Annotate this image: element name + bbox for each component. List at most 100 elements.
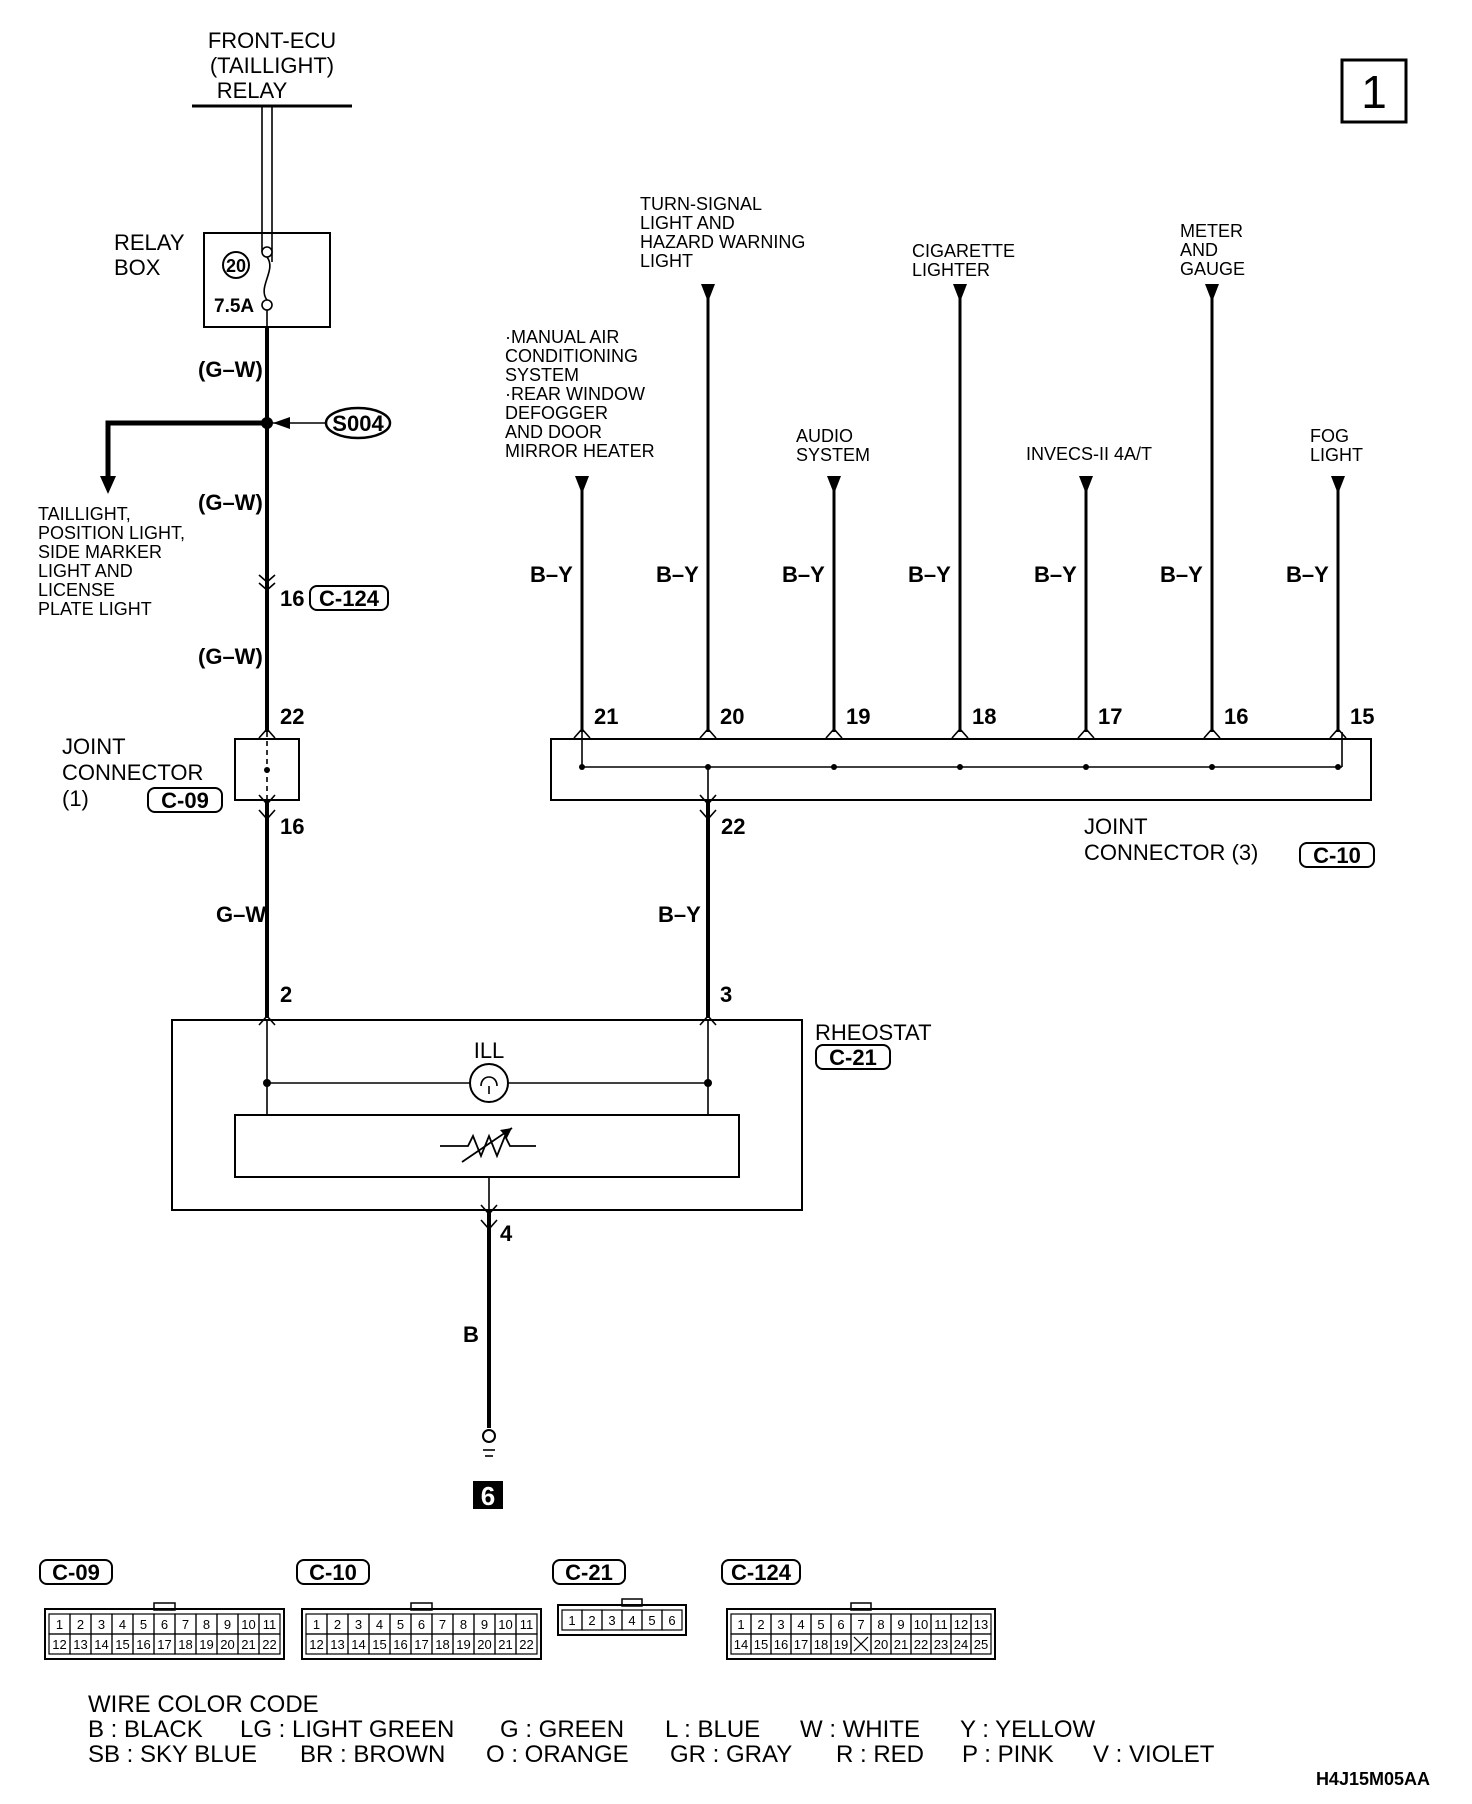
svg-text:C-10: C-10 <box>1313 843 1361 868</box>
pin-number: 4 <box>376 1617 383 1632</box>
illumination-lamp-icon <box>469 1063 509 1103</box>
pin-number: 21 <box>498 1637 512 1652</box>
pin-number: 22 <box>262 1637 276 1652</box>
svg-text:C-09: C-09 <box>161 788 209 813</box>
pin-number: 21 <box>894 1637 908 1652</box>
pin-number: 16 <box>1224 704 1248 729</box>
branch-17: INVECS-II 4A/TB–Y17 <box>1026 444 1152 770</box>
wire-color-label: B–Y <box>530 562 573 587</box>
pin-number: 20 <box>720 704 744 729</box>
svg-text:RELAY: RELAY <box>114 230 185 255</box>
pin-number: 3 <box>98 1617 105 1632</box>
branch-destination-label: ·REAR WINDOW <box>505 384 645 404</box>
pin-number: 3 <box>355 1617 362 1632</box>
pin-number: 5 <box>817 1617 824 1632</box>
svg-text:SB : SKY BLUE: SB : SKY BLUE <box>88 1741 257 1768</box>
pin-number: 12 <box>954 1617 968 1632</box>
svg-text:6: 6 <box>481 1481 495 1511</box>
svg-text:16: 16 <box>280 814 304 839</box>
right-feed-wire: B–Y <box>658 800 710 1018</box>
pin-number: 23 <box>934 1637 948 1652</box>
pin-number: 21 <box>594 704 618 729</box>
svg-text:G : GREEN: G : GREEN <box>500 1716 624 1743</box>
pin-number: 15 <box>372 1637 386 1652</box>
svg-text:(TAILLIGHT): (TAILLIGHT) <box>210 53 334 78</box>
branch-destination-label: HAZARD WARNING <box>640 232 805 252</box>
pin-number: 6 <box>161 1617 168 1632</box>
pin-number: 9 <box>224 1617 231 1632</box>
pin-number: 7 <box>439 1617 446 1632</box>
connector-id: C-124 <box>731 1560 792 1585</box>
pin-number: 6 <box>418 1617 425 1632</box>
supply-label: FRONT-ECU (TAILLIGHT) RELAY <box>192 28 352 108</box>
svg-text:BR : BROWN: BR : BROWN <box>300 1741 445 1768</box>
variable-resistor-icon <box>440 1127 536 1163</box>
pin-number: 7 <box>857 1617 864 1632</box>
branch-destination-label: AND <box>1180 240 1218 260</box>
svg-text:3: 3 <box>720 982 732 1007</box>
pin-number: 8 <box>460 1617 467 1632</box>
svg-text:Y : YELLOW: Y : YELLOW <box>960 1716 1096 1743</box>
svg-text:RELAY: RELAY <box>217 78 288 103</box>
pin-number: 11 <box>520 1617 534 1632</box>
branch-destination-label: SYSTEM <box>505 365 579 385</box>
pin-number: 13 <box>974 1617 988 1632</box>
pin-number: 19 <box>456 1637 470 1652</box>
svg-text:GR : GRAY: GR : GRAY <box>670 1741 792 1768</box>
branch-destination-label: METER <box>1180 221 1243 241</box>
pin-number: 1 <box>737 1617 744 1632</box>
svg-text:(G–W): (G–W) <box>198 644 263 669</box>
svg-text:LIGHT AND: LIGHT AND <box>38 561 133 581</box>
svg-text:TAILLIGHT,: TAILLIGHT, <box>38 504 131 524</box>
branch-destination-label: LIGHTER <box>912 260 990 280</box>
svg-text:2: 2 <box>280 982 292 1007</box>
wire-color-label: B–Y <box>1160 562 1203 587</box>
pin-number: 2 <box>334 1617 341 1632</box>
pin-number: 4 <box>797 1617 804 1632</box>
pin-number: 17 <box>414 1637 428 1652</box>
pin-number: 15 <box>1350 704 1374 729</box>
pin-number: 19 <box>834 1637 848 1652</box>
pin-number: 10 <box>241 1617 255 1632</box>
branch-destination-label: ·MANUAL AIR <box>505 327 619 347</box>
branch-destination-label: SYSTEM <box>796 445 870 465</box>
ground: B 6 <box>463 1210 503 1511</box>
pin-number: 21 <box>241 1637 255 1652</box>
pin-number: 15 <box>754 1637 768 1652</box>
fuse-number-badge <box>222 251 250 279</box>
svg-text:CONNECTOR: CONNECTOR <box>62 760 203 785</box>
svg-text:22: 22 <box>721 814 745 839</box>
pin-number: 18 <box>435 1637 449 1652</box>
svg-text:C-124: C-124 <box>319 586 380 611</box>
branch-destination-label: CONDITIONING <box>505 346 638 366</box>
pin-number: 9 <box>897 1617 904 1632</box>
joint-connector-1: JOINT CONNECTOR (1) C-09 22 16 <box>62 704 304 839</box>
pin-number: 25 <box>974 1637 988 1652</box>
figure-code: H4J15M05AA <box>1316 1769 1430 1789</box>
splice-s004: S004 <box>261 406 392 440</box>
svg-text:V : VIOLET: V : VIOLET <box>1093 1741 1215 1768</box>
svg-text:RHEOSTAT: RHEOSTAT <box>815 1020 932 1045</box>
svg-text:22: 22 <box>280 704 304 729</box>
pin-number: 17 <box>1098 704 1122 729</box>
branch-destination-label: LIGHT <box>640 251 693 271</box>
pin-number: 17 <box>794 1637 808 1652</box>
pin-number: 18 <box>178 1637 192 1652</box>
svg-text:JOINT: JOINT <box>1084 814 1148 839</box>
pin-number: 14 <box>94 1637 108 1652</box>
pin-number: 19 <box>846 704 870 729</box>
svg-text:20: 20 <box>226 256 246 276</box>
svg-text:WIRE COLOR CODE: WIRE COLOR CODE <box>88 1691 319 1718</box>
svg-text:P : PINK: P : PINK <box>962 1741 1054 1768</box>
svg-text:LG : LIGHT GREEN: LG : LIGHT GREEN <box>240 1716 454 1743</box>
pin-number: 3 <box>777 1617 784 1632</box>
branch-destination-label: GAUGE <box>1180 259 1245 279</box>
pin-number: 15 <box>115 1637 129 1652</box>
svg-text:ILL: ILL <box>474 1038 505 1063</box>
pin-number: 22 <box>519 1637 533 1652</box>
